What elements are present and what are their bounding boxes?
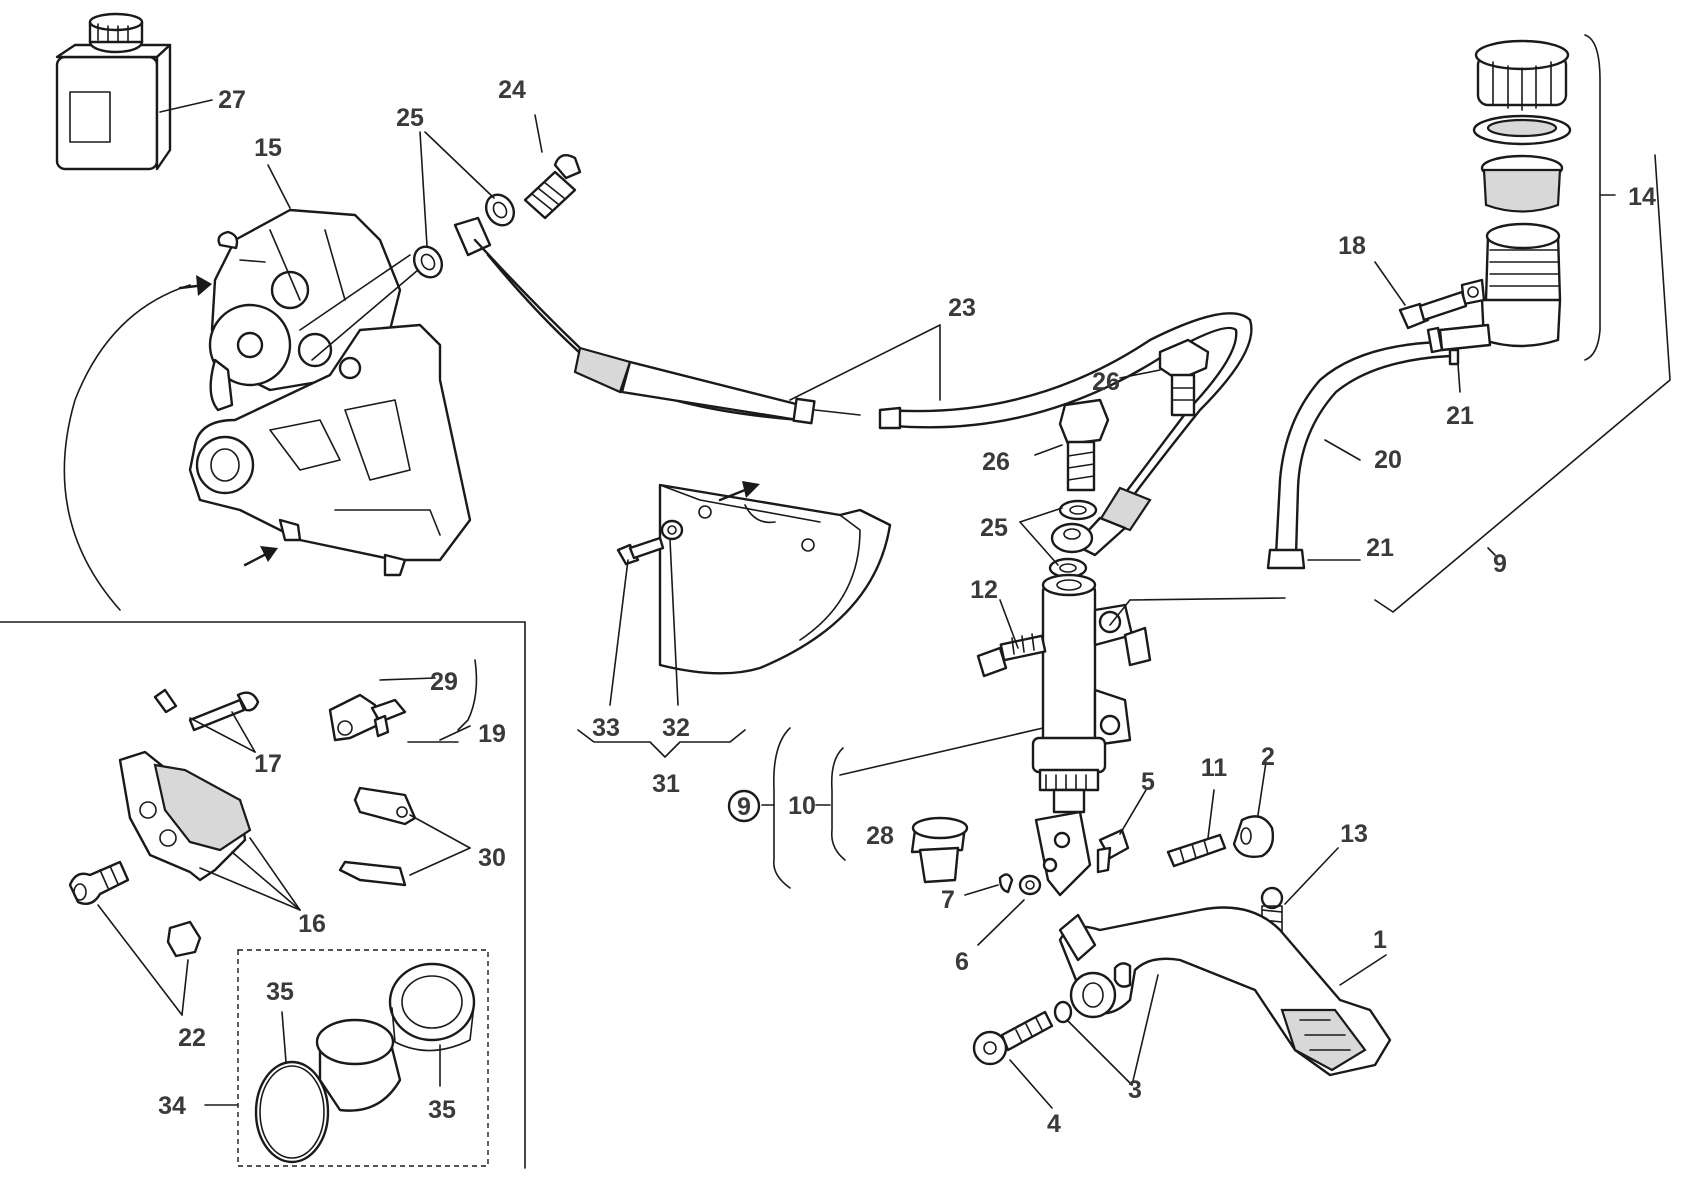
master-cylinder-icon — [1031, 573, 1152, 897]
callout-24: 24 — [498, 76, 526, 104]
callout-10: 10 — [788, 792, 816, 820]
callout-25-right: 25 — [980, 514, 1008, 542]
callout-34: 34 — [158, 1092, 186, 1120]
callout-15: 15 — [254, 134, 282, 162]
banjo-bolt-icon — [1058, 338, 1210, 492]
callout-19: 19 — [478, 720, 506, 748]
callout-31: 31 — [652, 770, 680, 798]
reservoir-icon — [1438, 39, 1572, 366]
callout-25-top: 25 — [396, 104, 424, 132]
callout-16: 16 — [298, 910, 326, 938]
bolt-icon — [1166, 815, 1275, 868]
seal-ring-icon — [388, 962, 476, 1052]
callout-23: 23 — [948, 294, 976, 322]
callout-9-right: 9 — [1493, 550, 1507, 578]
callout-7: 7 — [941, 886, 955, 914]
callout-6: 6 — [955, 948, 969, 976]
callout-13: 13 — [1340, 820, 1368, 848]
callout-4: 4 — [1047, 1110, 1061, 1138]
callout-21-top: 21 — [1446, 402, 1474, 430]
callout-30: 30 — [478, 844, 506, 872]
callout-35-left: 35 — [266, 978, 294, 1006]
callout-11: 11 — [1201, 754, 1228, 782]
piston-bolt-icon — [68, 860, 202, 958]
brake-hose-icon — [453, 216, 1253, 557]
callout-26-top: 26 — [1092, 368, 1120, 396]
callout-5: 5 — [1141, 768, 1155, 796]
chain-guard-icon — [658, 483, 892, 675]
bolt-icon — [972, 1010, 1054, 1066]
brake-caliper-icon — [188, 208, 472, 577]
callout-28: 28 — [866, 822, 894, 850]
callout-2: 2 — [1261, 743, 1275, 771]
callout-27: 27 — [218, 86, 246, 114]
seal-ring-icon — [254, 1060, 330, 1164]
brake-pad-icon — [118, 750, 252, 882]
callout-9-left: 9 — [737, 793, 751, 821]
brake-pedal-icon — [1058, 906, 1392, 1077]
washer-icon — [412, 193, 516, 279]
callout-26-bottom: 26 — [982, 448, 1010, 476]
callout-1: 1 — [1373, 926, 1387, 954]
callout-17: 17 — [254, 750, 282, 778]
callout-3: 3 — [1128, 1076, 1142, 1104]
callout-32: 32 — [662, 714, 690, 742]
callout-22: 22 — [178, 1024, 206, 1052]
callout-29: 29 — [430, 668, 458, 696]
callout-35-right: 35 — [428, 1096, 456, 1124]
banjo-bolt-icon — [523, 154, 582, 220]
callout-20: 20 — [1374, 446, 1402, 474]
bolt-icon — [976, 633, 1047, 678]
piston-icon — [315, 1018, 402, 1112]
callout-18: 18 — [1338, 232, 1366, 260]
callout-21-bottom: 21 — [1366, 534, 1394, 562]
callout-14: 14 — [1628, 183, 1656, 211]
callout-33: 33 — [592, 714, 620, 742]
boot-icon — [910, 816, 969, 884]
fluid-bottle-icon — [55, 12, 172, 171]
callout-12: 12 — [970, 576, 998, 604]
